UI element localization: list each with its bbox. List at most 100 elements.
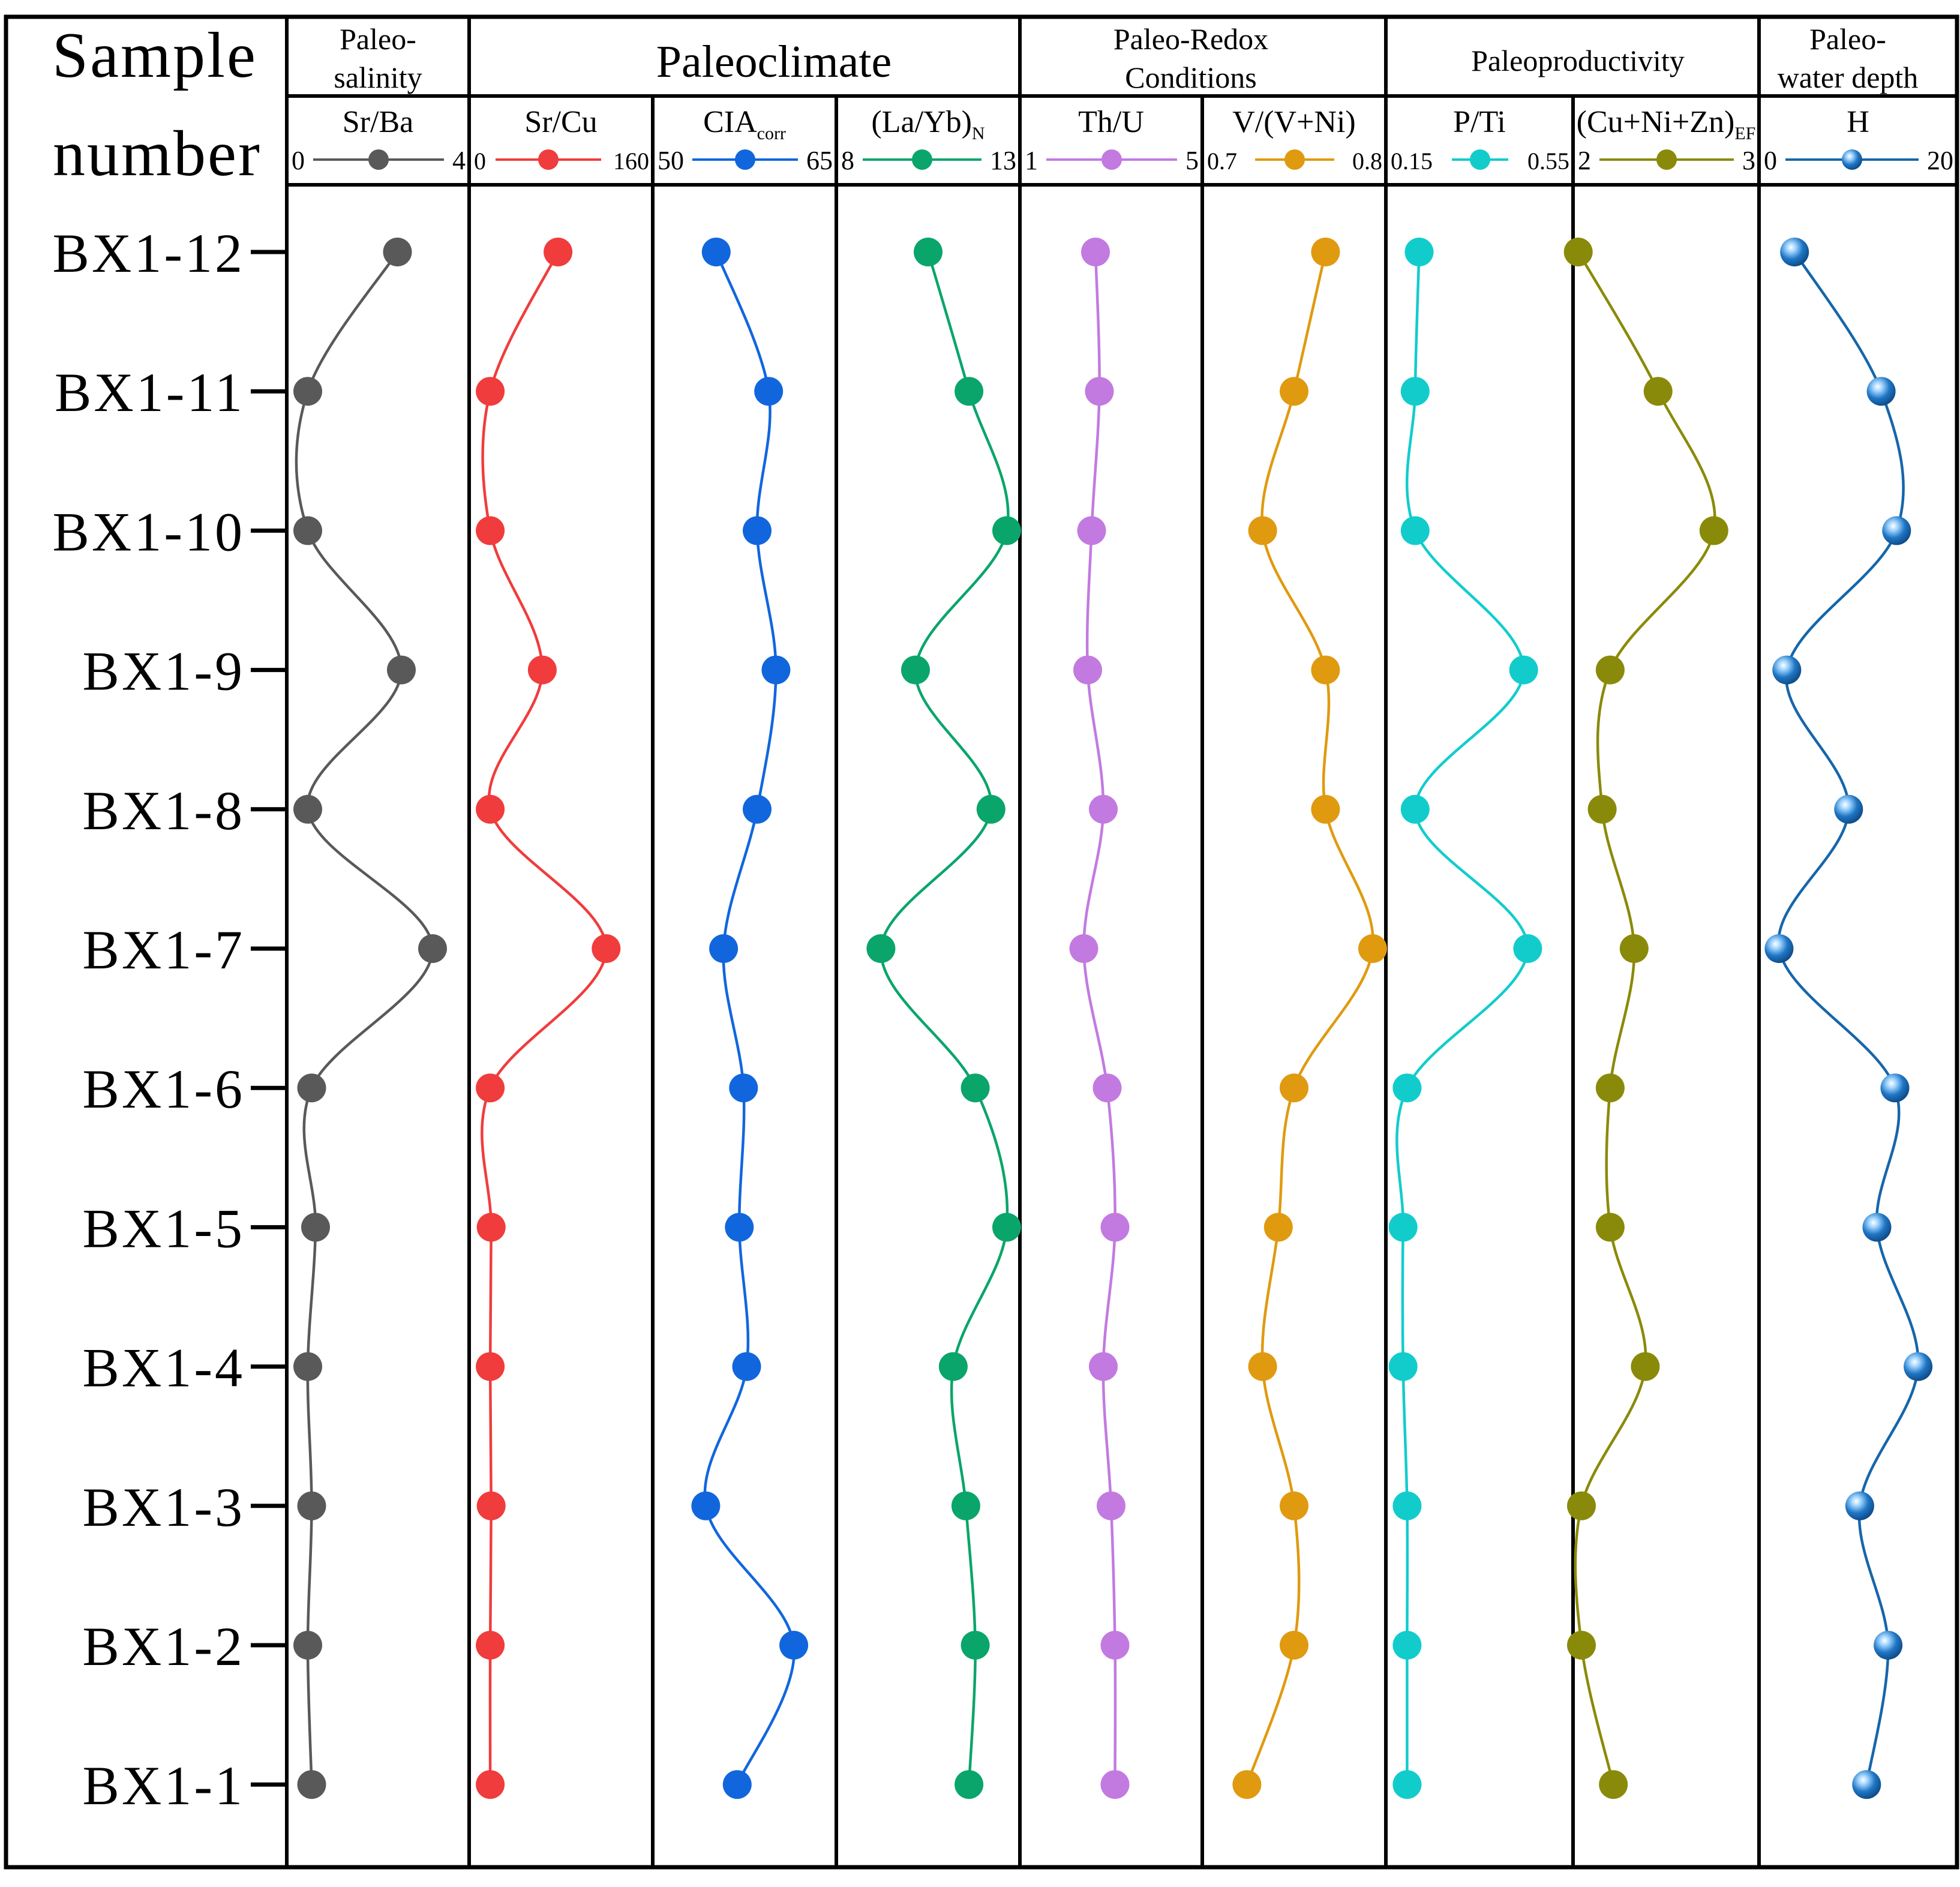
data-point (297, 1073, 326, 1103)
data-point (1248, 1352, 1277, 1381)
outer-border (4, 14, 1959, 1870)
series-line (1082, 251, 1117, 1785)
group-title-paleoredox-line1: Paleo-Redox (1113, 22, 1268, 56)
series-line (1395, 251, 1529, 1785)
data-point (976, 794, 1005, 824)
data-point (1097, 1491, 1125, 1520)
data-point (476, 1631, 505, 1660)
data-point (722, 1770, 752, 1799)
axis-max-label: 0.8 (1352, 148, 1382, 175)
axis-max-label: 4 (452, 146, 466, 175)
data-point (951, 1491, 980, 1520)
data-point (732, 1352, 761, 1381)
data-point (1587, 794, 1617, 824)
group-title-paleowaterdepth-line1: Paleo- (1809, 22, 1886, 56)
axis-min-label: 2 (1578, 146, 1591, 175)
data-point (476, 1073, 505, 1103)
group-title-paleoclimate: Paleoclimate (656, 37, 892, 87)
data-point (1400, 377, 1430, 406)
data-point (961, 1073, 990, 1103)
parameter-name: P/Ti (1453, 105, 1506, 139)
data-point (1388, 1213, 1418, 1242)
axis-max-label: 160 (613, 148, 649, 175)
data-point (743, 516, 772, 545)
axis-min-label: 0 (474, 148, 486, 175)
data-point (476, 377, 505, 406)
data-point (476, 1491, 506, 1520)
data-point (1595, 1073, 1625, 1103)
sample-label: BX1-5 (83, 1198, 245, 1259)
data-point (779, 1631, 809, 1660)
group-title-paleoproductivity: Paleoproductivity (1471, 44, 1685, 77)
data-point (1874, 1631, 1903, 1660)
group-title-paleosalinity-line1: Paleo- (340, 22, 416, 56)
data-point (1077, 516, 1106, 545)
legend-marker (1101, 149, 1122, 170)
series-line (295, 251, 434, 1785)
data-point (691, 1491, 721, 1520)
data-point (1866, 377, 1896, 406)
data-point (1392, 1491, 1422, 1520)
axis-min-label: 0.7 (1207, 148, 1237, 175)
legend-marker (1656, 149, 1677, 170)
data-point (1089, 794, 1118, 824)
data-point (544, 238, 573, 266)
axis-min-label: 50 (658, 146, 684, 175)
parameter-name: (La/Yb)N (871, 105, 984, 143)
data-point (729, 1073, 758, 1103)
data-point (1563, 238, 1593, 266)
data-point (1599, 1770, 1628, 1799)
data-point (301, 1213, 330, 1242)
data-point (1852, 1770, 1881, 1799)
series-line (1245, 251, 1374, 1785)
data-point (1089, 1352, 1118, 1381)
data-point (1400, 516, 1430, 545)
data-point (955, 1770, 984, 1799)
sample-label: BX1-10 (53, 501, 245, 562)
parameter-name: (Cu+Ni+Zn)EF (1577, 105, 1756, 143)
group-title-paleowaterdepth-line2: water depth (1778, 61, 1919, 94)
data-point (1764, 934, 1794, 963)
axis-max-label: 5 (1185, 146, 1199, 175)
data-point (1780, 238, 1809, 266)
sample-label: BX1-7 (83, 919, 245, 980)
data-point (1392, 1631, 1422, 1660)
data-point (592, 934, 621, 963)
data-point (293, 1631, 322, 1660)
data-point (293, 516, 322, 545)
data-point (1595, 655, 1625, 685)
data-point (1100, 1213, 1130, 1242)
data-point (1699, 516, 1728, 545)
data-point (914, 238, 943, 266)
data-point (1388, 1352, 1418, 1381)
data-point (1311, 238, 1340, 266)
series-line (703, 251, 796, 1786)
axis-min-label: 0.15 (1391, 148, 1433, 175)
data-point (1595, 1213, 1625, 1242)
parameter-name: CIAcorr (703, 105, 786, 143)
data-point (293, 794, 322, 824)
axis-min-label: 8 (841, 146, 854, 175)
data-point (1073, 655, 1102, 685)
data-point (1100, 1631, 1130, 1660)
axis-max-label: 3 (1742, 146, 1755, 175)
sample-header-line1: Sample (52, 20, 257, 91)
data-point (1772, 655, 1802, 685)
data-point (1311, 655, 1340, 685)
data-point (1631, 1352, 1660, 1381)
data-point (1882, 516, 1911, 545)
data-point (1513, 934, 1542, 963)
data-point (383, 238, 412, 266)
series-line (1777, 251, 1920, 1785)
data-point (1862, 1213, 1892, 1242)
data-point (1404, 238, 1434, 266)
group-title-paleoredox-line2: Conditions (1125, 61, 1256, 94)
axis-max-label: 0.55 (1527, 148, 1569, 175)
data-point (938, 1352, 968, 1381)
profile-markers (293, 238, 1933, 1799)
sample-label: BX1-9 (83, 641, 245, 702)
sample-label: BX1-1 (83, 1755, 245, 1816)
data-point (1232, 1770, 1262, 1799)
